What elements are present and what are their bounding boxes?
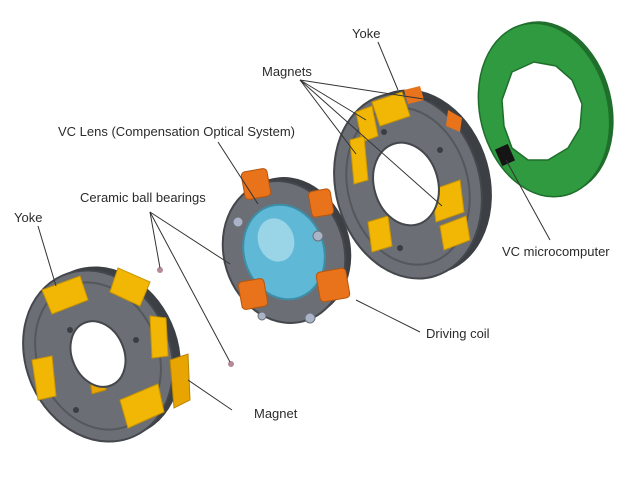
microcomputer-chip <box>494 143 516 167</box>
label-magnet: Magnet <box>254 406 298 421</box>
label-yoke-left: Yoke <box>14 210 42 225</box>
label-yoke-right: Yoke <box>352 26 380 41</box>
label-ceramic-ball-bearings: Ceramic ball bearings <box>80 190 206 205</box>
label-driving-coil: Driving coil <box>426 326 490 341</box>
right-magnets <box>349 86 471 253</box>
left-yoke-assembly <box>22 266 191 443</box>
label-vc-microcomputer: VC microcomputer <box>502 244 610 259</box>
label-vc-lens: VC Lens (Compensation Optical System) <box>58 124 295 139</box>
vc-microcomputer-board <box>477 21 614 198</box>
right-yoke-assembly <box>333 86 492 280</box>
leader-lines <box>37 41 551 411</box>
vc-lens-assembly <box>221 168 352 324</box>
driving-coils <box>237 168 351 310</box>
label-magnets: Magnets <box>262 64 312 79</box>
